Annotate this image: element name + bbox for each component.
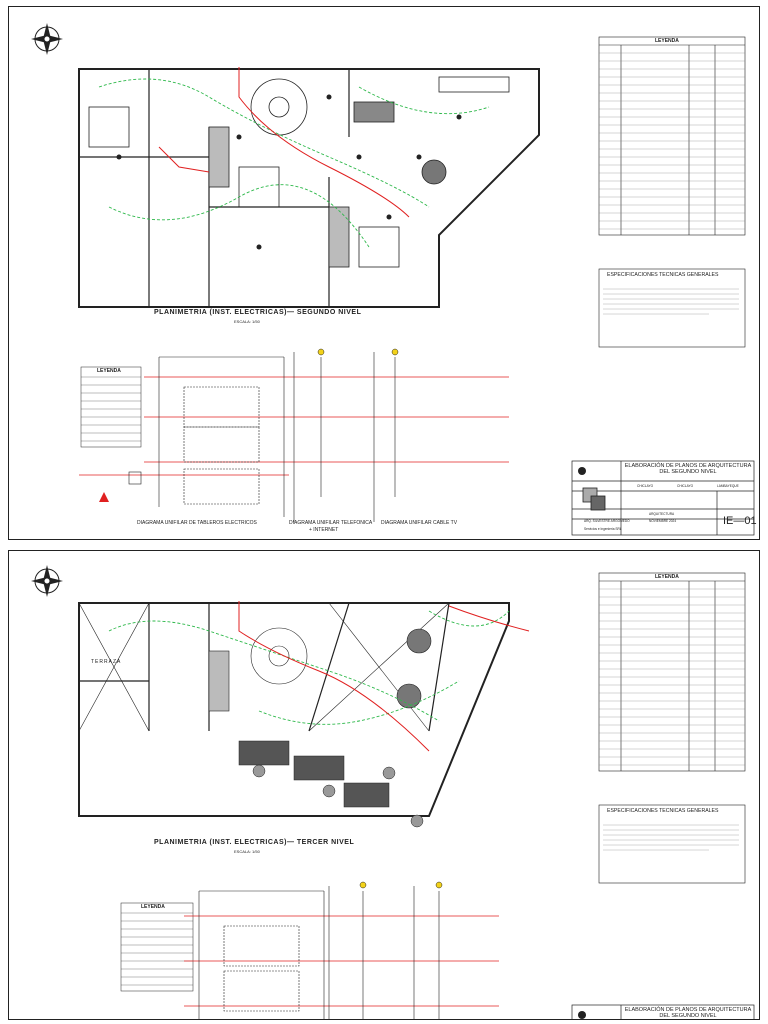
tb-designer: ARQ. SILVESTRE ARGOMEDO — [584, 519, 630, 523]
north-arrow-icon — [31, 23, 63, 55]
unifilar-legend-title: LEYENDA — [97, 368, 121, 374]
caption-phone-internet: + INTERNET — [309, 527, 339, 533]
seal-icon — [578, 1011, 586, 1019]
title-block — [571, 460, 755, 536]
tb-district: CHICLAYO — [637, 484, 654, 488]
tb-date: NOVIEMBRE 2024 — [649, 519, 677, 523]
title-block-project-2: ELABORACIÓN DE PLANOS DE ARQUITECTURA DE… — [624, 1007, 752, 1019]
plan-sheet-segundo-nivel: PLANIMETRIA (INST. ELECTRICAS)— SEGUNDO … — [8, 6, 760, 540]
legend-table — [598, 36, 746, 236]
specs-box — [598, 268, 746, 348]
plan-scale: ESCALA: 1/50 — [234, 319, 260, 324]
logo-icon — [582, 487, 606, 511]
caption-phone: DIAGRAMA UNIFILAR TELEFONICA — [289, 520, 373, 526]
terrace-label: TERRAZA — [91, 659, 122, 665]
sheet-code: IE—01 — [723, 515, 757, 527]
building-walls-2 — [78, 602, 510, 817]
legend-title-2: LEYENDA — [655, 574, 679, 580]
floor-plan-drawing — [31, 23, 755, 536]
north-arrow-icon — [31, 565, 63, 597]
plan-title-2: PLANIMETRIA (INST. ELECTRICAS)— TERCER N… — [154, 839, 355, 846]
seal-icon — [578, 467, 586, 475]
title-block-project: ELABORACIÓN DE PLANOS DE ARQUITECTURA DE… — [624, 463, 752, 475]
plan-scale-2: ESCALA: 1/50 — [234, 849, 260, 854]
building-walls — [78, 68, 540, 308]
unifilar-legend-title-2: LEYENDA — [141, 904, 165, 910]
caption-electric: DIAGRAMA UNIFILAR DE TABLEROS ELECTRICOS — [137, 520, 257, 526]
tb-company: Servicios e Ingenieria SRL — [584, 527, 622, 531]
tb-region: LAMBAYEQUE — [717, 484, 739, 488]
tb-province: CHICLAYO — [677, 484, 694, 488]
specs-title: ESPECIFICACIONES TECNICAS GENERALES — [607, 272, 719, 278]
legend-title: LEYENDA — [655, 38, 679, 44]
caption-tv: DIAGRAMA UNIFILAR CABLE TV — [381, 520, 458, 526]
unifilar-diagram — [79, 348, 509, 522]
floor-plan-drawing-2 — [31, 565, 755, 1019]
plan-sheet-tercer-nivel: TERRAZA PLANIMETRIA (INST. ELECTRICAS)— … — [8, 550, 760, 1020]
plan-title: PLANIMETRIA (INST. ELECTRICAS)— SEGUNDO … — [154, 309, 362, 316]
specs-title-2: ESPECIFICACIONES TECNICAS GENERALES — [607, 808, 719, 814]
tb-specialty: ARQUITECTURA — [649, 512, 675, 516]
